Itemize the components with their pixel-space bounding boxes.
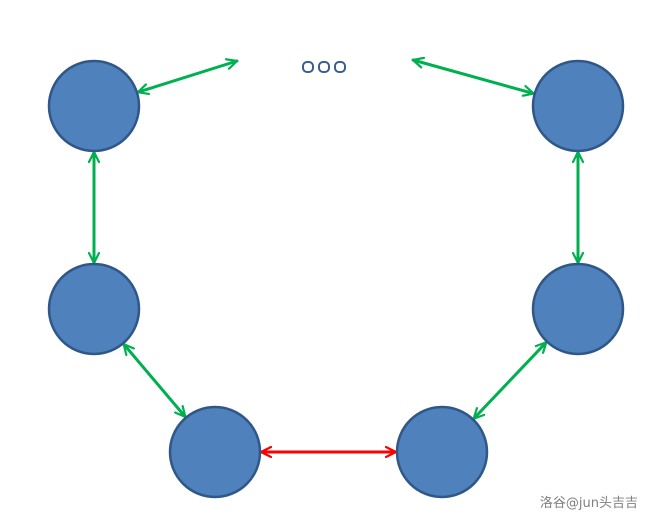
link-top-left-to-ellipsis: [136, 61, 239, 92]
ellipsis-dot: [334, 61, 346, 73]
links-layer: [94, 60, 578, 452]
node-bottom-right: [395, 405, 489, 499]
ellipsis-dot: [318, 61, 330, 73]
node-middle-left: [47, 262, 141, 356]
watermark-text: 洛谷@jun头吉吉: [539, 496, 638, 511]
node-top-right: [531, 59, 625, 153]
link-middle-left-to-bottom-left: [122, 342, 187, 419]
ellipsis-dot: [302, 61, 314, 73]
link-top-right-to-ellipsis: [411, 60, 536, 94]
node-middle-right: [531, 262, 625, 356]
link-bottom-right-to-middle-right: [472, 340, 548, 421]
nodes-layer: [47, 59, 625, 499]
node-bottom-left: [168, 405, 262, 499]
node-top-left: [47, 59, 141, 153]
ellipsis-indicator: [302, 61, 346, 73]
